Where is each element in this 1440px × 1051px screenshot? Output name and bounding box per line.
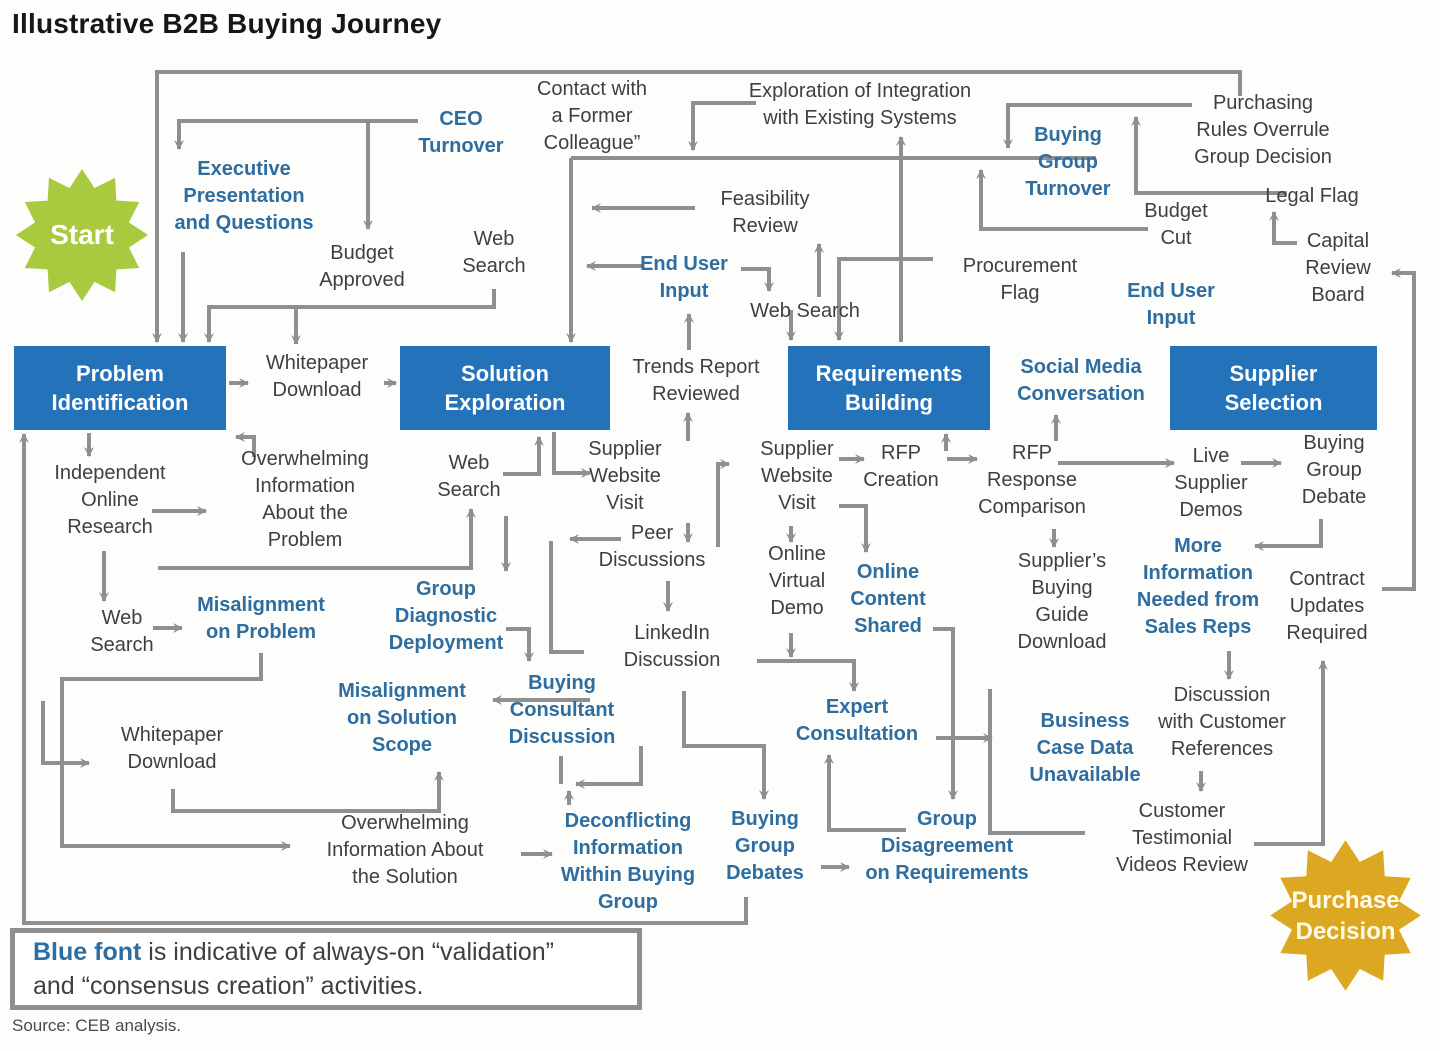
node-rfp-creation: RFP Creation bbox=[863, 442, 939, 491]
start-label: Start bbox=[50, 219, 114, 250]
source-note: Source: CEB analysis. bbox=[12, 1016, 182, 1035]
node-contract-updates-required: Contract Updates Required bbox=[1286, 568, 1368, 644]
node-contact-former-colleague: Contact with a Former Colleague” bbox=[536, 78, 648, 154]
node-group-diagnostic-deployment: Group Diagnostic Deployment bbox=[388, 578, 504, 654]
legend-text: Blue font is indicative of always-on “va… bbox=[33, 935, 554, 1003]
node-budget-approved: Budget Approved bbox=[319, 242, 405, 291]
node-discussion-customer-references: Discussion with Customer References bbox=[1158, 684, 1286, 760]
node-social-media-conversation: Social Media Conversation bbox=[1017, 356, 1145, 405]
start-burst bbox=[15, 168, 149, 302]
node-buying-group-turnover: Buying Group Turnover bbox=[1025, 124, 1111, 200]
page-title: Illustrative B2B Buying Journey bbox=[12, 8, 442, 39]
legend-box: Blue font is indicative of always-on “va… bbox=[10, 928, 642, 1010]
stage-requirements-building: Requirements Building bbox=[788, 346, 990, 430]
node-supplier-website-visit-2: Supplier Website Visit bbox=[760, 438, 834, 514]
node-ceo-turnover: CEO Turnover bbox=[418, 108, 504, 157]
stage-problem-identification: Problem Identification bbox=[14, 346, 226, 430]
legend-rest: is indicative of always-on “validation” … bbox=[33, 938, 555, 1000]
node-whitepaper-download-2: Whitepaper Download bbox=[120, 724, 224, 773]
node-misalignment-solution-scope: Misalignment on Solution Scope bbox=[338, 680, 466, 756]
node-procurement-flag: Procurement Flag bbox=[962, 255, 1078, 304]
node-web-search-3: Web Search bbox=[437, 452, 501, 501]
node-feasibility-review: Feasibility Review bbox=[720, 188, 810, 237]
node-supplier-website-visit-1: Supplier Website Visit bbox=[588, 438, 662, 514]
node-end-user-input-2: End User Input bbox=[1127, 280, 1215, 329]
node-overwhelming-info-problem: Overwhelming Information About the Probl… bbox=[241, 448, 369, 551]
node-group-disagreement: Group Disagreement on Requirements bbox=[865, 808, 1029, 884]
node-capital-review-board: Capital Review Board bbox=[1305, 230, 1371, 306]
node-legal-flag: Legal Flag bbox=[1265, 185, 1359, 207]
stage-solution-exploration: Solution Exploration bbox=[400, 346, 610, 430]
node-buying-consultant-discussion: Buying Consultant Discussion bbox=[508, 672, 616, 748]
node-buying-group-debate: Buying Group Debate bbox=[1301, 432, 1367, 508]
node-customer-testimonial-videos: Customer Testimonial Videos Review bbox=[1116, 800, 1248, 876]
node-suppliers-buying-guide: Supplier’s Buying Guide Download bbox=[1017, 550, 1107, 653]
node-more-info-sales-reps: More Information Needed from Sales Reps bbox=[1136, 535, 1260, 638]
node-expert-consultation: Expert Consultation bbox=[795, 696, 919, 745]
node-exploration-integration: Exploration of Integration with Existing… bbox=[748, 80, 972, 129]
legend-highlight: Blue font bbox=[33, 938, 142, 966]
node-web-search-2: Web Search bbox=[750, 300, 860, 322]
stage-supplier-selection: Supplier Selection bbox=[1170, 346, 1377, 430]
node-online-virtual-demo: Online Virtual Demo bbox=[768, 543, 826, 619]
node-executive-presentation: Executive Presentation and Questions bbox=[174, 158, 314, 234]
node-online-content-shared: Online Content Shared bbox=[850, 561, 926, 637]
node-linkedin-discussion: LinkedIn Discussion bbox=[623, 622, 721, 671]
node-whitepaper-download-1: Whitepaper Download bbox=[265, 352, 369, 401]
node-purchasing-rules-overrule: Purchasing Rules Overrule Group Decision bbox=[1194, 92, 1332, 168]
node-peer-discussions: Peer Discussions bbox=[598, 522, 706, 571]
node-misalignment-on-problem: Misalignment on Problem bbox=[197, 594, 325, 643]
node-web-search-4: Web Search bbox=[90, 607, 154, 656]
purchase-decision-burst bbox=[1270, 840, 1421, 991]
node-live-supplier-demos: Live Supplier Demos bbox=[1174, 445, 1248, 521]
node-buying-group-debates: Buying Group Debates bbox=[726, 808, 804, 884]
purchase-decision-label: Purchase Decision bbox=[1291, 886, 1400, 945]
node-independent-online-research: Independent Online Research bbox=[54, 462, 166, 538]
node-deconflicting-information: Deconflicting Information Within Buying … bbox=[560, 810, 696, 913]
node-trends-report-reviewed: Trends Report Reviewed bbox=[632, 356, 760, 405]
node-rfp-response-comparison: RFP Response Comparison bbox=[978, 442, 1086, 518]
node-business-case-unavailable: Business Case Data Unavailable bbox=[1029, 710, 1141, 786]
node-overwhelming-info-solution: Overwhelming Information About the Solut… bbox=[326, 812, 484, 888]
node-budget-cut: Budget Cut bbox=[1144, 200, 1208, 249]
node-web-search-1: Web Search bbox=[462, 228, 526, 277]
node-end-user-input-1: End User Input bbox=[640, 253, 728, 302]
